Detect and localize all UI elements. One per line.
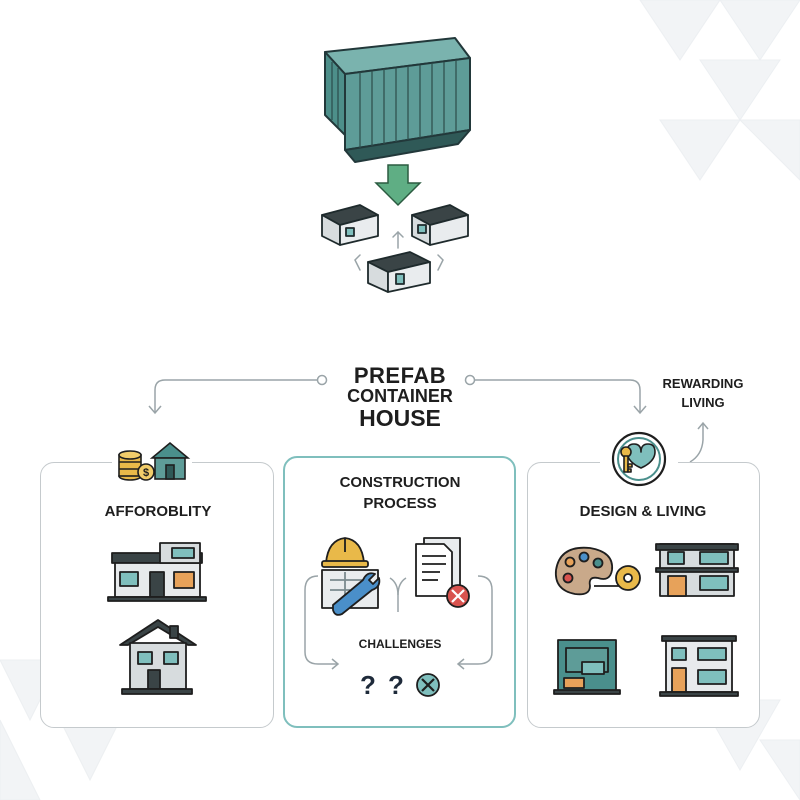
rewarding-line-2: LIVING [681,395,725,410]
svg-text:?: ? [360,670,376,700]
cross-icon [416,673,440,697]
document-cross-icon [415,537,470,608]
module-icon [411,204,469,246]
tape-icon [594,565,641,591]
question-icon: ? [388,670,404,700]
title-line-1: PREFAB [353,363,447,388]
title-line-2: CONTAINER [347,386,453,406]
modern-house-icon [655,543,739,597]
title-line-3: HOUSE [359,405,441,431]
apartment-icon [659,635,739,697]
question-icon: ? [360,670,376,700]
module-icon [321,204,379,246]
module-icon [367,251,431,293]
blueprint-wrench-icon [321,569,381,616]
interior-icon [553,639,621,695]
affordability-title: AFFOROBLITY [104,503,212,520]
hard-hat-icon [321,537,369,568]
rewarding-line-1: REWARDING [662,376,744,391]
svg-text:?: ? [388,670,404,700]
construction-title-line-2: PROCESS [363,495,437,512]
construction-title-line-1: CONSTRUCTION [339,474,461,491]
palette-icon [554,546,613,596]
design-title: DESIGN & LIVING [579,503,707,520]
svg-text:$: $ [143,467,149,479]
challenges-label: CHALLENGES [358,637,442,651]
